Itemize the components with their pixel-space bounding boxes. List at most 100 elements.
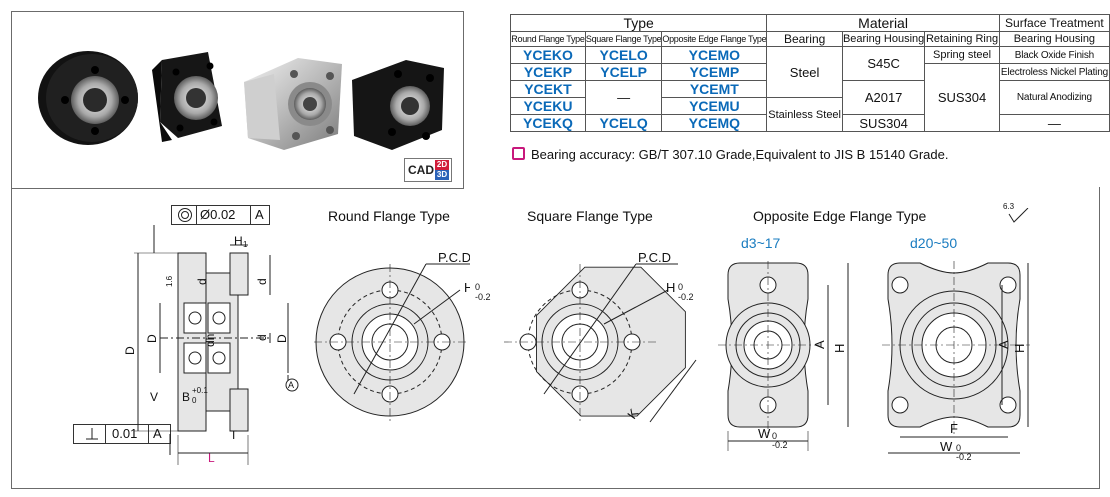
square-flange-photo (152, 52, 222, 142)
opposite-flange-title: Opposite Edge Flange Type (753, 208, 927, 224)
finish-subheader: Bearing Housing (998, 31, 1110, 47)
round-flange-drawing: P.C.D H (314, 250, 470, 422)
concentricity-value: Ø0.02 (200, 207, 236, 222)
housing-subheader: Bearing Housing (841, 31, 926, 47)
concentricity-frame: Ø0.02 A (171, 205, 270, 225)
concentricity-icon (178, 208, 192, 222)
note-marker-icon (512, 147, 525, 160)
round-flange-photo (38, 51, 138, 145)
round-H-label: H (464, 280, 470, 295)
finish-nickel-cell: Electroless Nickel Plating (998, 63, 1110, 81)
code-cell[interactable]: YCELO (584, 46, 663, 64)
roughness-icon (1008, 208, 1029, 223)
housing-a2017-cell: A2017 (841, 80, 926, 115)
round-pcd-label: P.C.D (438, 250, 470, 265)
opp-large-A-label: A (996, 340, 1011, 349)
square-pcd-label: P.C.D (638, 250, 671, 265)
opp-small-H-label: H (832, 344, 847, 353)
code-cell[interactable]: YCEMU (661, 97, 768, 115)
range-large-label: d20~50 (910, 235, 958, 251)
drawing-panel (11, 187, 1100, 489)
code-cell[interactable]: YCEMT (661, 80, 768, 98)
ring-subheader: Retaining Ring (924, 31, 1000, 47)
opposite-flange-photo (244, 58, 342, 150)
code-cell[interactable]: YCEKO (510, 46, 586, 64)
spec-table: Type Material Surface Treatment Round Fl… (509, 14, 1110, 132)
square-flange-drawing: P.C.D H K (504, 250, 697, 423)
product-photo-panel: CAD 2D 3D (11, 11, 464, 189)
code-cell[interactable]: YCEMQ (661, 114, 768, 132)
cad-3d-label: 3D (435, 170, 449, 180)
opposite-large-drawing: A H F W (882, 261, 1030, 454)
dim-d1: d (255, 278, 269, 285)
dim-d2: d (195, 278, 209, 285)
concentricity-datum: A (255, 207, 264, 222)
dim-d: d (255, 334, 269, 341)
opp-large-W-label: W (940, 439, 953, 454)
opposite-small-drawing: A H W (718, 261, 849, 451)
opp-large-F-label: F (950, 421, 958, 436)
finish-black-cell: Black Oxide Finish (998, 46, 1110, 64)
code-cell[interactable]: YCEKQ (510, 114, 586, 132)
roughness-1: 1.6 (165, 275, 174, 287)
round-flange-title: Round Flange Type (328, 208, 450, 224)
roughness-label: 6.3 (1003, 202, 1015, 211)
bearing-stainless-cell: Stainless Steel (766, 97, 843, 132)
finish-anodize-cell: Natural Anodizing (998, 80, 1110, 115)
dim-DH7-left: D (145, 334, 159, 343)
ring-spring-cell: Spring steel (924, 46, 1000, 64)
range-small-label: d3~17 (741, 235, 781, 251)
opp-large-H-label: H (1012, 344, 1027, 353)
code-cell[interactable]: YCELP (584, 63, 663, 81)
note-text: Bearing accuracy: GB/T 307.10 Grade,Equi… (531, 147, 949, 162)
bearing-subheader: Bearing (766, 31, 843, 47)
dim-D1: D (123, 346, 137, 355)
perpendicularity-datum: A (153, 426, 162, 441)
square-H-label: H (666, 280, 675, 295)
dim-H1: H (234, 234, 243, 248)
square-dash-cell: — (584, 80, 663, 115)
dim-B-tol-bot: 0 (192, 396, 197, 405)
code-cell[interactable]: YCEKP (510, 63, 586, 81)
dim-H1-sub: 1 (243, 240, 248, 249)
opp-small-W-tol: 0-0.2 (772, 431, 788, 450)
section-view-drawing: H 1 d d D D dh d D V B +0.1 0 T L 1.6 A (123, 225, 299, 465)
code-cell[interactable]: YCEKT (510, 80, 586, 98)
dim-T: T (230, 428, 238, 442)
code-cell[interactable]: YCEKU (510, 97, 586, 115)
datum-A-label: A (288, 380, 294, 390)
cad-2d-label: 2D (435, 160, 449, 170)
square-flange-title: Square Flange Type (527, 208, 653, 224)
code-cell[interactable]: YCELQ (584, 114, 663, 132)
product-photos (38, 51, 444, 150)
housing-sus304-cell: SUS304 (841, 114, 926, 132)
round-H-tol: 0-0.2 (475, 282, 491, 302)
opp-small-A-label: A (812, 340, 827, 349)
cad-badge[interactable]: CAD 2D 3D (404, 158, 452, 182)
opposite-subheader: Opposite Edge Flange Type (661, 31, 768, 47)
square-H-tol: 0-0.2 (678, 282, 694, 302)
dim-B-tol-top: +0.1 (192, 386, 208, 395)
perpendicularity-frame: 0.01 A (73, 424, 171, 444)
material-header: Material (766, 14, 1000, 32)
perpendicularity-icon (86, 428, 98, 440)
housing-s45c-cell: S45C (841, 46, 926, 81)
opp-large-W-tol: 0-0.2 (956, 443, 972, 462)
cad-label: CAD (408, 163, 434, 177)
code-cell[interactable]: YCEMO (661, 46, 768, 64)
finish-none-cell: — (998, 114, 1110, 132)
opposite-flange-black-photo (352, 60, 444, 150)
ring-sus304-cell: SUS304 (924, 63, 1000, 132)
opp-small-W-label: W (758, 426, 771, 441)
perpendicularity-value: 0.01 (112, 426, 138, 441)
code-cell[interactable]: YCEMP (661, 63, 768, 81)
dim-V: V (150, 390, 158, 404)
round-subheader: Round Flange Type (510, 31, 586, 47)
type-header: Type (509, 14, 768, 32)
bearing-steel-cell: Steel (766, 46, 843, 98)
dim-dh: dh (203, 334, 217, 347)
dim-DH7-right: D (275, 334, 289, 343)
surface-header: Surface Treatment (998, 14, 1110, 32)
dim-L: L (208, 451, 215, 465)
square-subheader: Square Flange Type (584, 31, 663, 47)
